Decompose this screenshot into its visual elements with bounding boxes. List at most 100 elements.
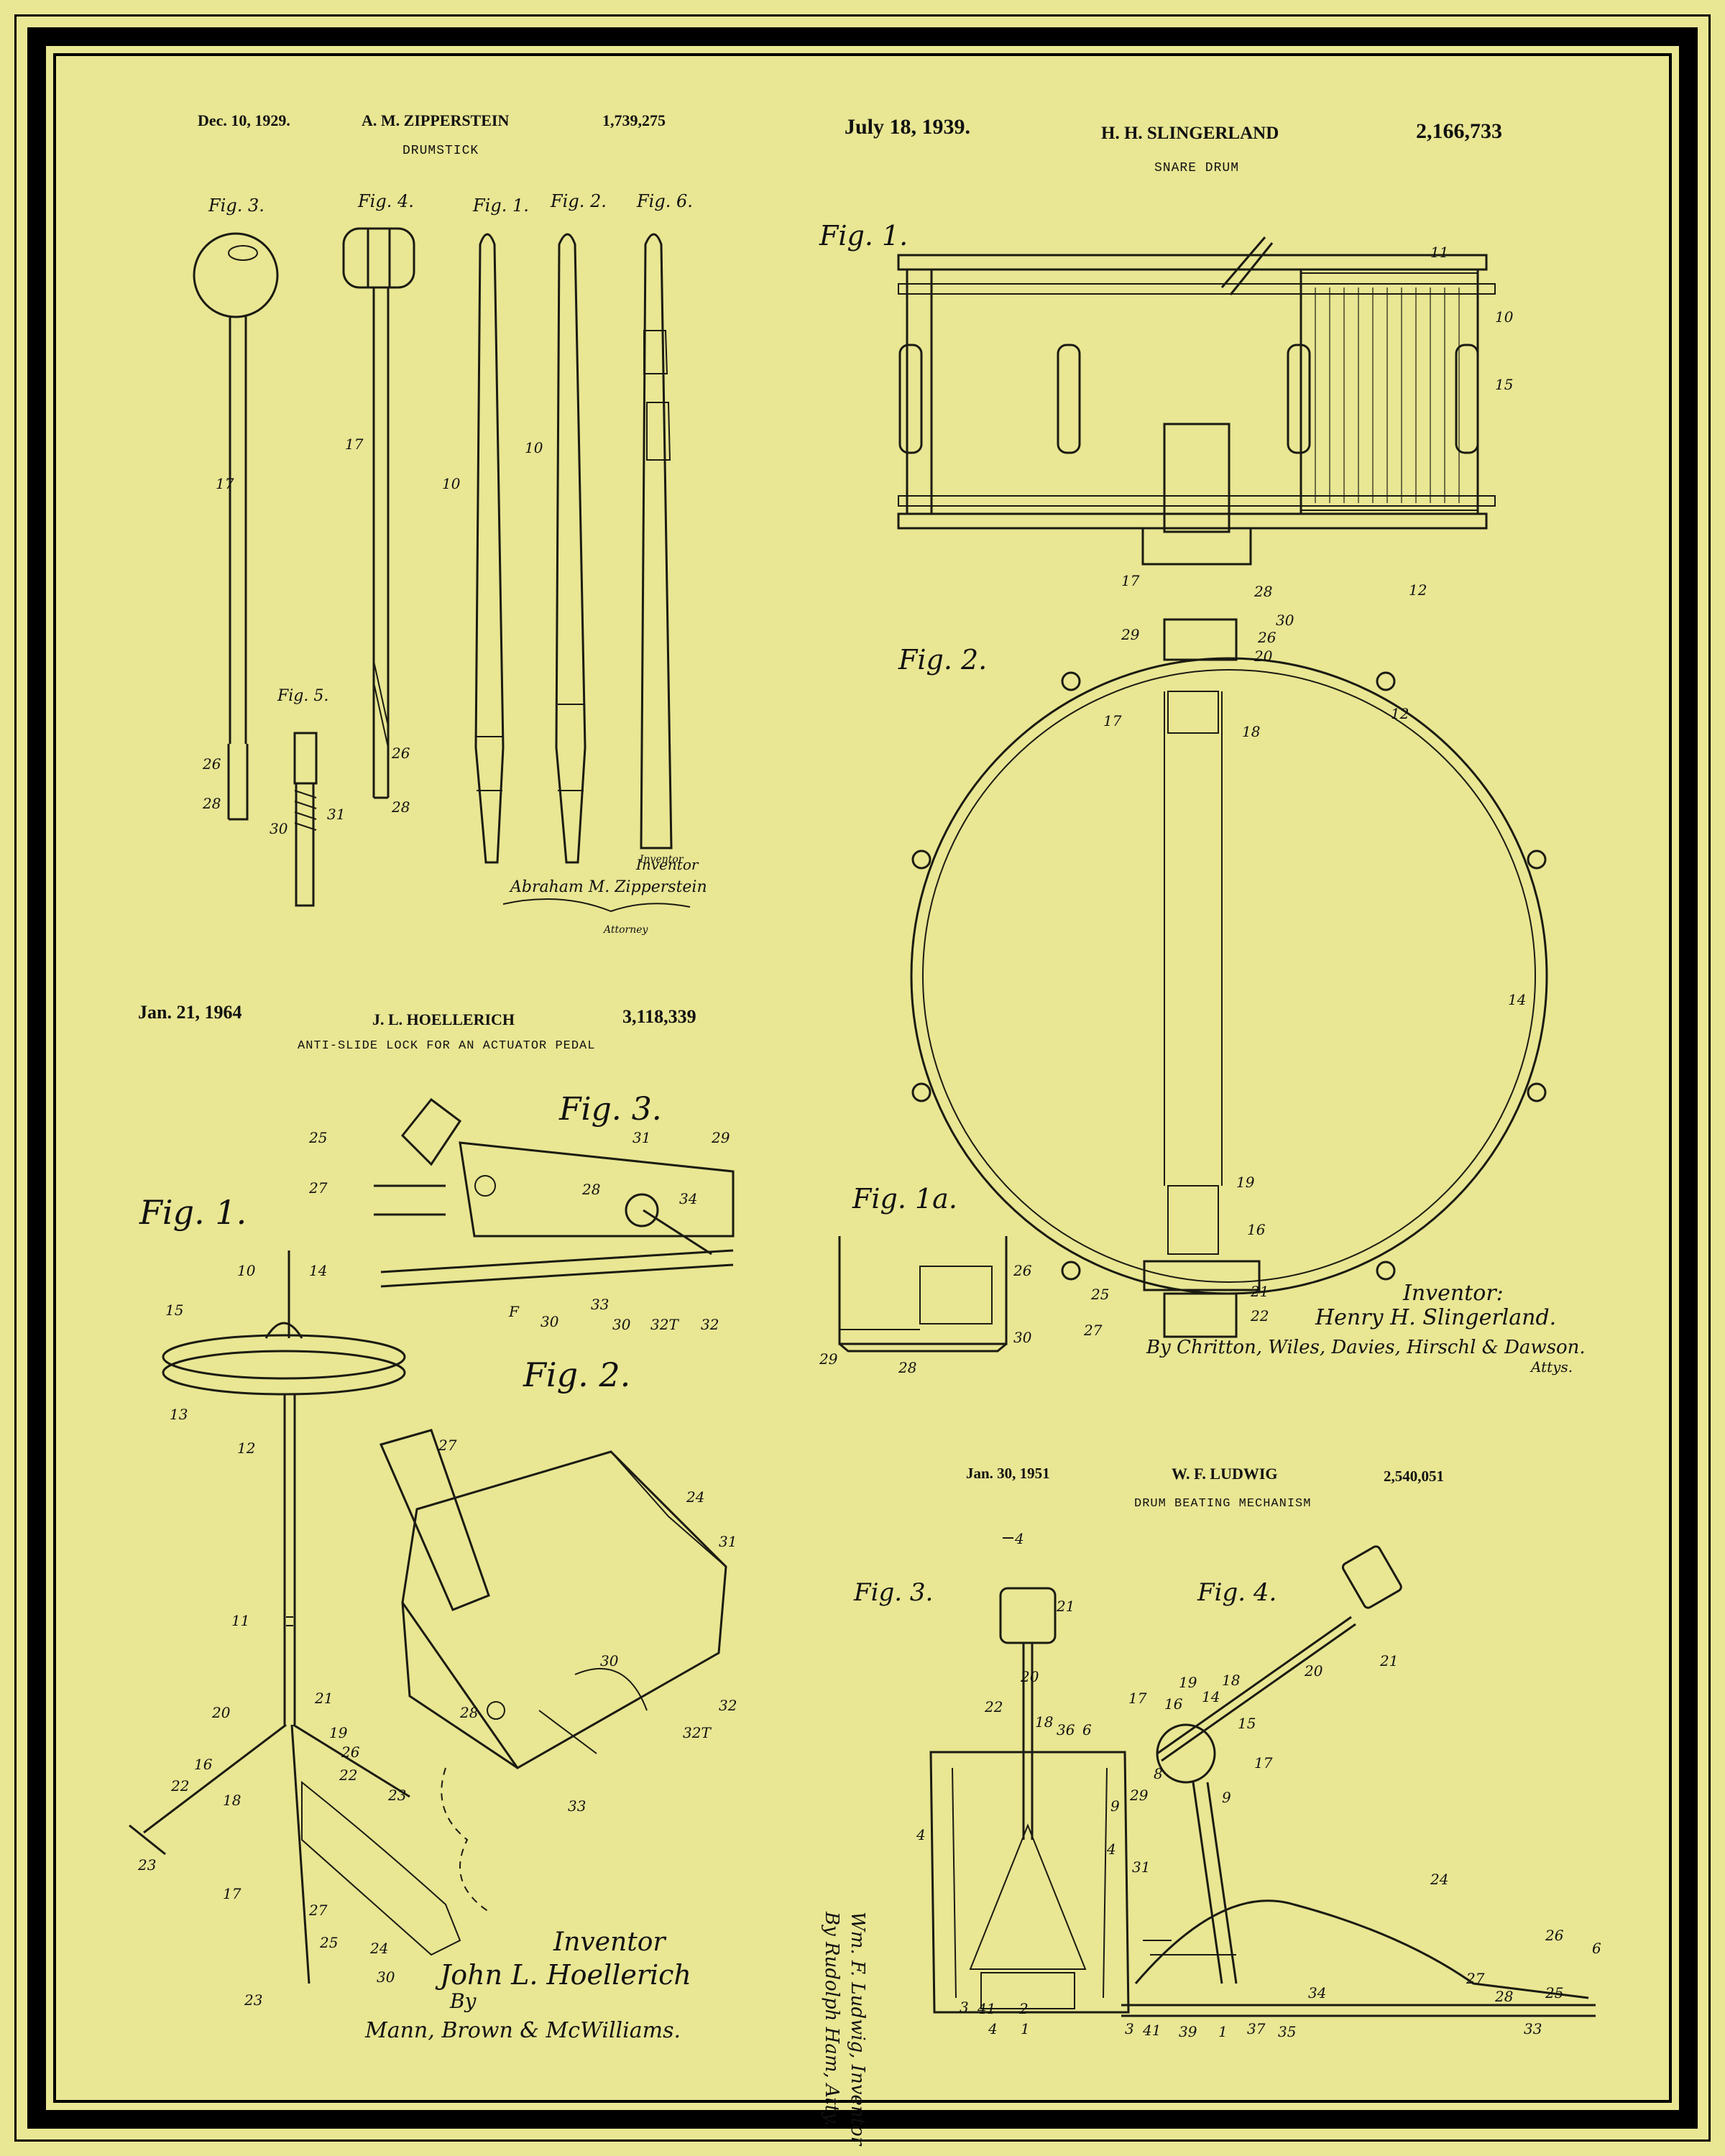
svg-text:28: 28 xyxy=(202,795,221,812)
svg-text:17: 17 xyxy=(345,436,364,453)
svg-text:18: 18 xyxy=(1035,1713,1053,1731)
ludwig-fig4-label: Fig. 4. xyxy=(1197,1578,1277,1607)
svg-text:30: 30 xyxy=(270,820,288,837)
svg-text:23: 23 xyxy=(244,1991,262,2009)
hoellerich-by-label: By xyxy=(450,1989,477,2013)
svg-text:11: 11 xyxy=(1430,244,1448,261)
hoellerich-fig3-label: Fig. 3. xyxy=(559,1091,662,1128)
svg-text:8: 8 xyxy=(1154,1765,1163,1782)
svg-text:1: 1 xyxy=(1218,2023,1228,2040)
svg-text:41: 41 xyxy=(977,2000,995,2017)
svg-text:16: 16 xyxy=(1247,1221,1266,1238)
svg-text:17: 17 xyxy=(1121,572,1140,589)
slingerland-date: July 18, 1939. xyxy=(845,115,971,139)
svg-text:4: 4 xyxy=(1014,1530,1024,1547)
zipperstein-fig1-label: Fig. 1. xyxy=(473,195,529,216)
svg-text:3: 3 xyxy=(960,1999,969,2016)
hoellerich-fig2-label: Fig. 2. xyxy=(523,1355,631,1394)
svg-text:10: 10 xyxy=(1495,308,1514,326)
slingerland-attys-label: Attys. xyxy=(1531,1358,1573,1376)
svg-text:10: 10 xyxy=(525,439,543,456)
svg-text:28: 28 xyxy=(1494,1988,1513,2005)
svg-text:19: 19 xyxy=(329,1724,348,1741)
svg-text:27: 27 xyxy=(308,1179,328,1197)
lock-section-fig3: 25 27 31 29 28 34 F 30 33 30 32T 32 xyxy=(308,1097,735,1333)
svg-text:28: 28 xyxy=(459,1704,478,1721)
hoellerich-attorneys: Mann, Brown & McWilliams. xyxy=(365,2018,681,2043)
bass-pedal-front-fig3: 4 21 20 22 18 36 6 9 4 4 3 41 2 4 1 xyxy=(916,1530,1130,2037)
svg-text:29: 29 xyxy=(1121,626,1140,643)
svg-text:41: 41 xyxy=(1142,2022,1161,2039)
svg-text:37: 37 xyxy=(1247,2020,1266,2037)
svg-text:26: 26 xyxy=(341,1743,360,1761)
svg-text:31: 31 xyxy=(1132,1858,1150,1876)
svg-text:23: 23 xyxy=(387,1787,406,1804)
slingerland-title: SNARE DRUM xyxy=(1154,161,1240,175)
svg-text:21: 21 xyxy=(1056,1598,1075,1615)
svg-text:17: 17 xyxy=(1103,712,1122,729)
svg-text:12: 12 xyxy=(1409,581,1427,599)
svg-text:28: 28 xyxy=(898,1359,916,1376)
svg-text:33: 33 xyxy=(568,1797,586,1815)
svg-text:11: 11 xyxy=(231,1612,249,1629)
svg-text:30: 30 xyxy=(377,1968,395,1986)
svg-text:32T: 32T xyxy=(650,1316,679,1333)
svg-text:4: 4 xyxy=(916,1826,926,1843)
svg-text:10: 10 xyxy=(237,1262,256,1279)
svg-text:F: F xyxy=(508,1303,520,1320)
svg-text:33: 33 xyxy=(1524,2020,1542,2037)
svg-text:15: 15 xyxy=(1495,376,1513,393)
svg-text:35: 35 xyxy=(1278,2023,1296,2040)
slingerland-attorneys: By Chritton, Wiles, Davies, Hirschl & Da… xyxy=(1146,1337,1586,1358)
svg-text:16: 16 xyxy=(194,1756,213,1773)
svg-text:27: 27 xyxy=(438,1437,457,1454)
slingerland-number: 2,166,733 xyxy=(1416,119,1502,143)
svg-text:28: 28 xyxy=(1254,583,1272,600)
svg-text:39: 39 xyxy=(1179,2023,1197,2040)
svg-text:28: 28 xyxy=(391,798,410,816)
svg-text:26: 26 xyxy=(1257,629,1276,646)
svg-text:33: 33 xyxy=(591,1296,609,1313)
svg-text:6: 6 xyxy=(1082,1721,1092,1738)
svg-text:23: 23 xyxy=(137,1856,156,1874)
svg-text:19: 19 xyxy=(1179,1674,1197,1691)
snare-drum-side-view: 11 10 15 12 17 xyxy=(897,236,1514,599)
slingerland-fig1-label: Fig. 1. xyxy=(819,220,908,252)
svg-text:20: 20 xyxy=(1020,1668,1039,1685)
svg-text:29: 29 xyxy=(711,1129,730,1146)
hoellerich-inventor: J. L. HOELLERICH xyxy=(372,1010,515,1028)
hoellerich-signature: John L. Hoellerich xyxy=(440,1959,691,1991)
svg-text:25: 25 xyxy=(1090,1286,1109,1303)
svg-text:17: 17 xyxy=(216,475,234,492)
svg-text:30: 30 xyxy=(1013,1329,1032,1346)
zipperstein-title: DRUMSTICK xyxy=(402,144,479,158)
hoellerich-fig1-label: Fig. 1. xyxy=(139,1193,247,1232)
svg-text:Inventor: Inventor xyxy=(635,856,699,873)
svg-text:32T: 32T xyxy=(683,1724,712,1741)
zipperstein-inventor: A. M. ZIPPERSTEIN xyxy=(362,111,510,129)
svg-text:14: 14 xyxy=(309,1262,327,1279)
svg-text:24: 24 xyxy=(369,1940,388,1957)
hi-hat-stand-fig1: 10 14 15 13 12 11 21 20 19 26 16 22 22 1… xyxy=(129,1250,461,2009)
svg-text:14: 14 xyxy=(1508,991,1526,1008)
svg-text:28: 28 xyxy=(581,1181,600,1198)
svg-text:21: 21 xyxy=(1250,1283,1269,1300)
svg-text:2: 2 xyxy=(1018,2000,1029,2017)
svg-text:26: 26 xyxy=(1013,1262,1032,1279)
svg-text:15: 15 xyxy=(165,1302,183,1319)
svg-text:22: 22 xyxy=(984,1698,1003,1715)
snare-drum-bottom-view: 29 17 18 12 14 19 16 25 27 21 22 28 30 2… xyxy=(910,583,1548,1339)
ludwig-title: DRUM BEATING MECHANISM xyxy=(1134,1497,1312,1511)
svg-text:17: 17 xyxy=(223,1885,242,1902)
svg-text:25: 25 xyxy=(1545,1984,1563,2001)
inner-thin-border xyxy=(53,53,1672,2103)
svg-text:24: 24 xyxy=(1430,1871,1448,1888)
svg-text:30: 30 xyxy=(1276,612,1294,629)
slingerland-fig2-label: Fig. 2. xyxy=(898,644,988,676)
ludwig-date: Jan. 30, 1951 xyxy=(966,1465,1050,1482)
svg-text:30: 30 xyxy=(612,1316,631,1333)
svg-text:32: 32 xyxy=(701,1316,719,1333)
drumstick-drawings: 17 17 10 10 26 28 26 28 30 31 Inventor xyxy=(193,227,699,913)
svg-text:26: 26 xyxy=(391,745,410,762)
